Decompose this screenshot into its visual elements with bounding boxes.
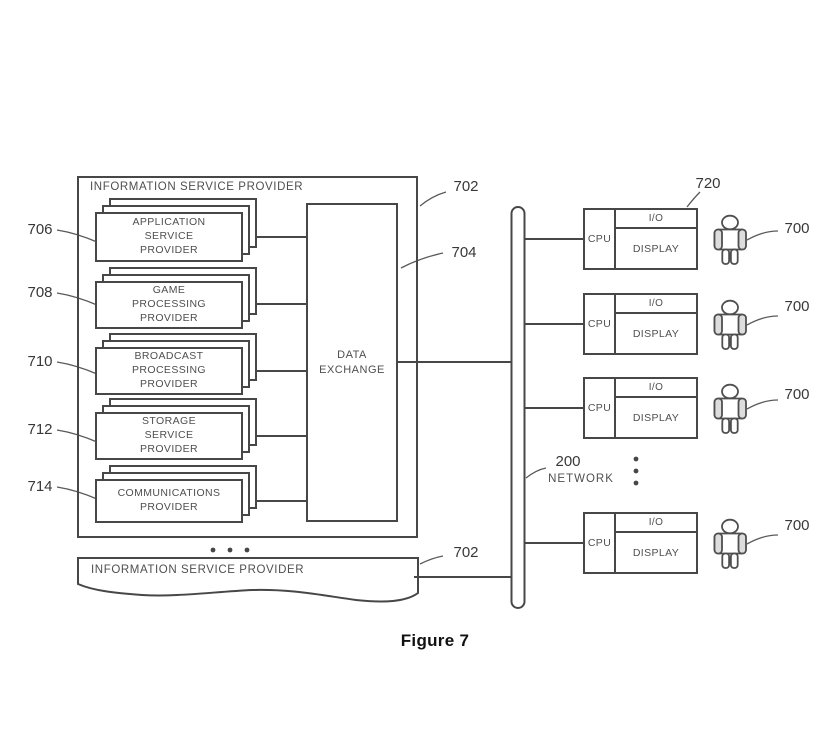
leader-700 xyxy=(746,315,779,326)
box-label-line: PROVIDER xyxy=(139,311,199,324)
leader-708 xyxy=(56,292,98,306)
ref-700: 700 xyxy=(784,220,810,237)
io-cell: I/O xyxy=(616,379,696,398)
storage-service-provider-box: STORAGE SERVICE PROVIDER xyxy=(95,412,243,460)
io-cell: I/O xyxy=(616,295,696,314)
display-cell: DISPLAY xyxy=(632,411,680,424)
user-icon xyxy=(713,383,747,434)
display-cell: DISPLAY xyxy=(632,546,680,559)
client-right-column: I/O DISPLAY xyxy=(616,379,696,437)
client-terminal: CPU I/O DISPLAY xyxy=(583,208,698,270)
box-label-line: SERVICE xyxy=(144,429,194,442)
leader-704 xyxy=(400,252,444,269)
display-cell: DISPLAY xyxy=(632,327,680,340)
leader-702-top xyxy=(419,191,447,207)
ref-714: 714 xyxy=(27,478,53,495)
leader-712 xyxy=(56,429,98,443)
box-label-line: SERVICE xyxy=(144,230,194,243)
ref-702-bottom: 702 xyxy=(453,544,479,561)
ref-700: 700 xyxy=(784,386,810,403)
client-terminal: CPU I/O DISPLAY xyxy=(583,512,698,574)
box-label-line: PROVIDER xyxy=(139,501,199,513)
box-label-line: DATA xyxy=(337,348,367,361)
user-icon xyxy=(713,518,747,569)
ref-712: 712 xyxy=(27,421,53,438)
box-label-line: GAME xyxy=(152,284,186,297)
game-processing-provider-box: GAME PROCESSING PROVIDER xyxy=(95,281,243,329)
bottom-isp-title: INFORMATION SERVICE PROVIDER xyxy=(91,564,305,576)
leader-720 xyxy=(686,191,701,208)
io-cell: I/O xyxy=(616,514,696,533)
box-label-line: APPLICATION xyxy=(132,216,206,229)
data-exchange-box: DATA EXCHANGE xyxy=(306,203,398,522)
cpu-cell: CPU xyxy=(585,295,616,353)
ref-704: 704 xyxy=(451,244,477,261)
user-icon xyxy=(713,299,747,350)
display-cell: DISPLAY xyxy=(632,242,680,255)
ref-710: 710 xyxy=(27,353,53,370)
leader-700 xyxy=(746,534,779,545)
figure-caption: Figure 7 xyxy=(400,631,470,650)
ref-720: 720 xyxy=(695,175,721,192)
ref-200: 200 xyxy=(555,453,581,470)
box-label-line: STORAGE xyxy=(142,415,196,428)
client-right-column: I/O DISPLAY xyxy=(616,514,696,572)
leader-700 xyxy=(746,399,779,410)
box-label-line: PROVIDER xyxy=(139,442,199,455)
ref-706: 706 xyxy=(27,221,53,238)
ref-708: 708 xyxy=(27,284,53,301)
network-label: NETWORK xyxy=(548,473,614,485)
bottom-isp-box-shape xyxy=(77,557,419,603)
leader-710 xyxy=(56,361,98,375)
leader-700 xyxy=(746,230,779,241)
leader-200 xyxy=(525,467,547,479)
client-terminal: CPU I/O DISPLAY xyxy=(583,293,698,355)
box-label-line: PROVIDER xyxy=(139,243,199,256)
box-label-line: PROCESSING xyxy=(131,298,206,311)
box-label-line: PROVIDER xyxy=(139,377,199,390)
io-cell: I/O xyxy=(616,210,696,229)
communications-provider-box: COMMUNICATIONS PROVIDER xyxy=(95,479,243,523)
main-isp-title: INFORMATION SERVICE PROVIDER xyxy=(90,181,304,193)
ref-700: 700 xyxy=(784,517,810,534)
client-terminal: CPU I/O DISPLAY xyxy=(583,377,698,439)
box-label-line: PROCESSING xyxy=(131,364,206,377)
network-bus-bar xyxy=(510,206,526,609)
cpu-cell: CPU xyxy=(585,379,616,437)
isp-ellipsis-dots xyxy=(210,547,250,553)
box-label-line: BROADCAST xyxy=(134,350,204,363)
ref-702-top: 702 xyxy=(453,178,479,195)
ref-700: 700 xyxy=(784,298,810,315)
cpu-cell: CPU xyxy=(585,514,616,572)
leader-706 xyxy=(56,229,98,243)
cpu-cell: CPU xyxy=(585,210,616,268)
client-ellipsis-dots xyxy=(633,456,639,486)
leader-714 xyxy=(56,486,98,500)
box-label-line: EXCHANGE xyxy=(319,363,385,376)
client-connectors xyxy=(522,238,584,544)
main-isp-box xyxy=(77,176,418,538)
application-service-provider-box: APPLICATION SERVICE PROVIDER xyxy=(95,212,243,262)
box-label-line: COMMUNICATIONS xyxy=(117,487,221,500)
leader-lines xyxy=(56,191,779,565)
user-icon xyxy=(713,214,747,265)
broadcast-processing-provider-box: BROADCAST PROCESSING PROVIDER xyxy=(95,347,243,395)
client-right-column: I/O DISPLAY xyxy=(616,210,696,268)
client-right-column: I/O DISPLAY xyxy=(616,295,696,353)
leader-702-bottom xyxy=(419,555,444,565)
